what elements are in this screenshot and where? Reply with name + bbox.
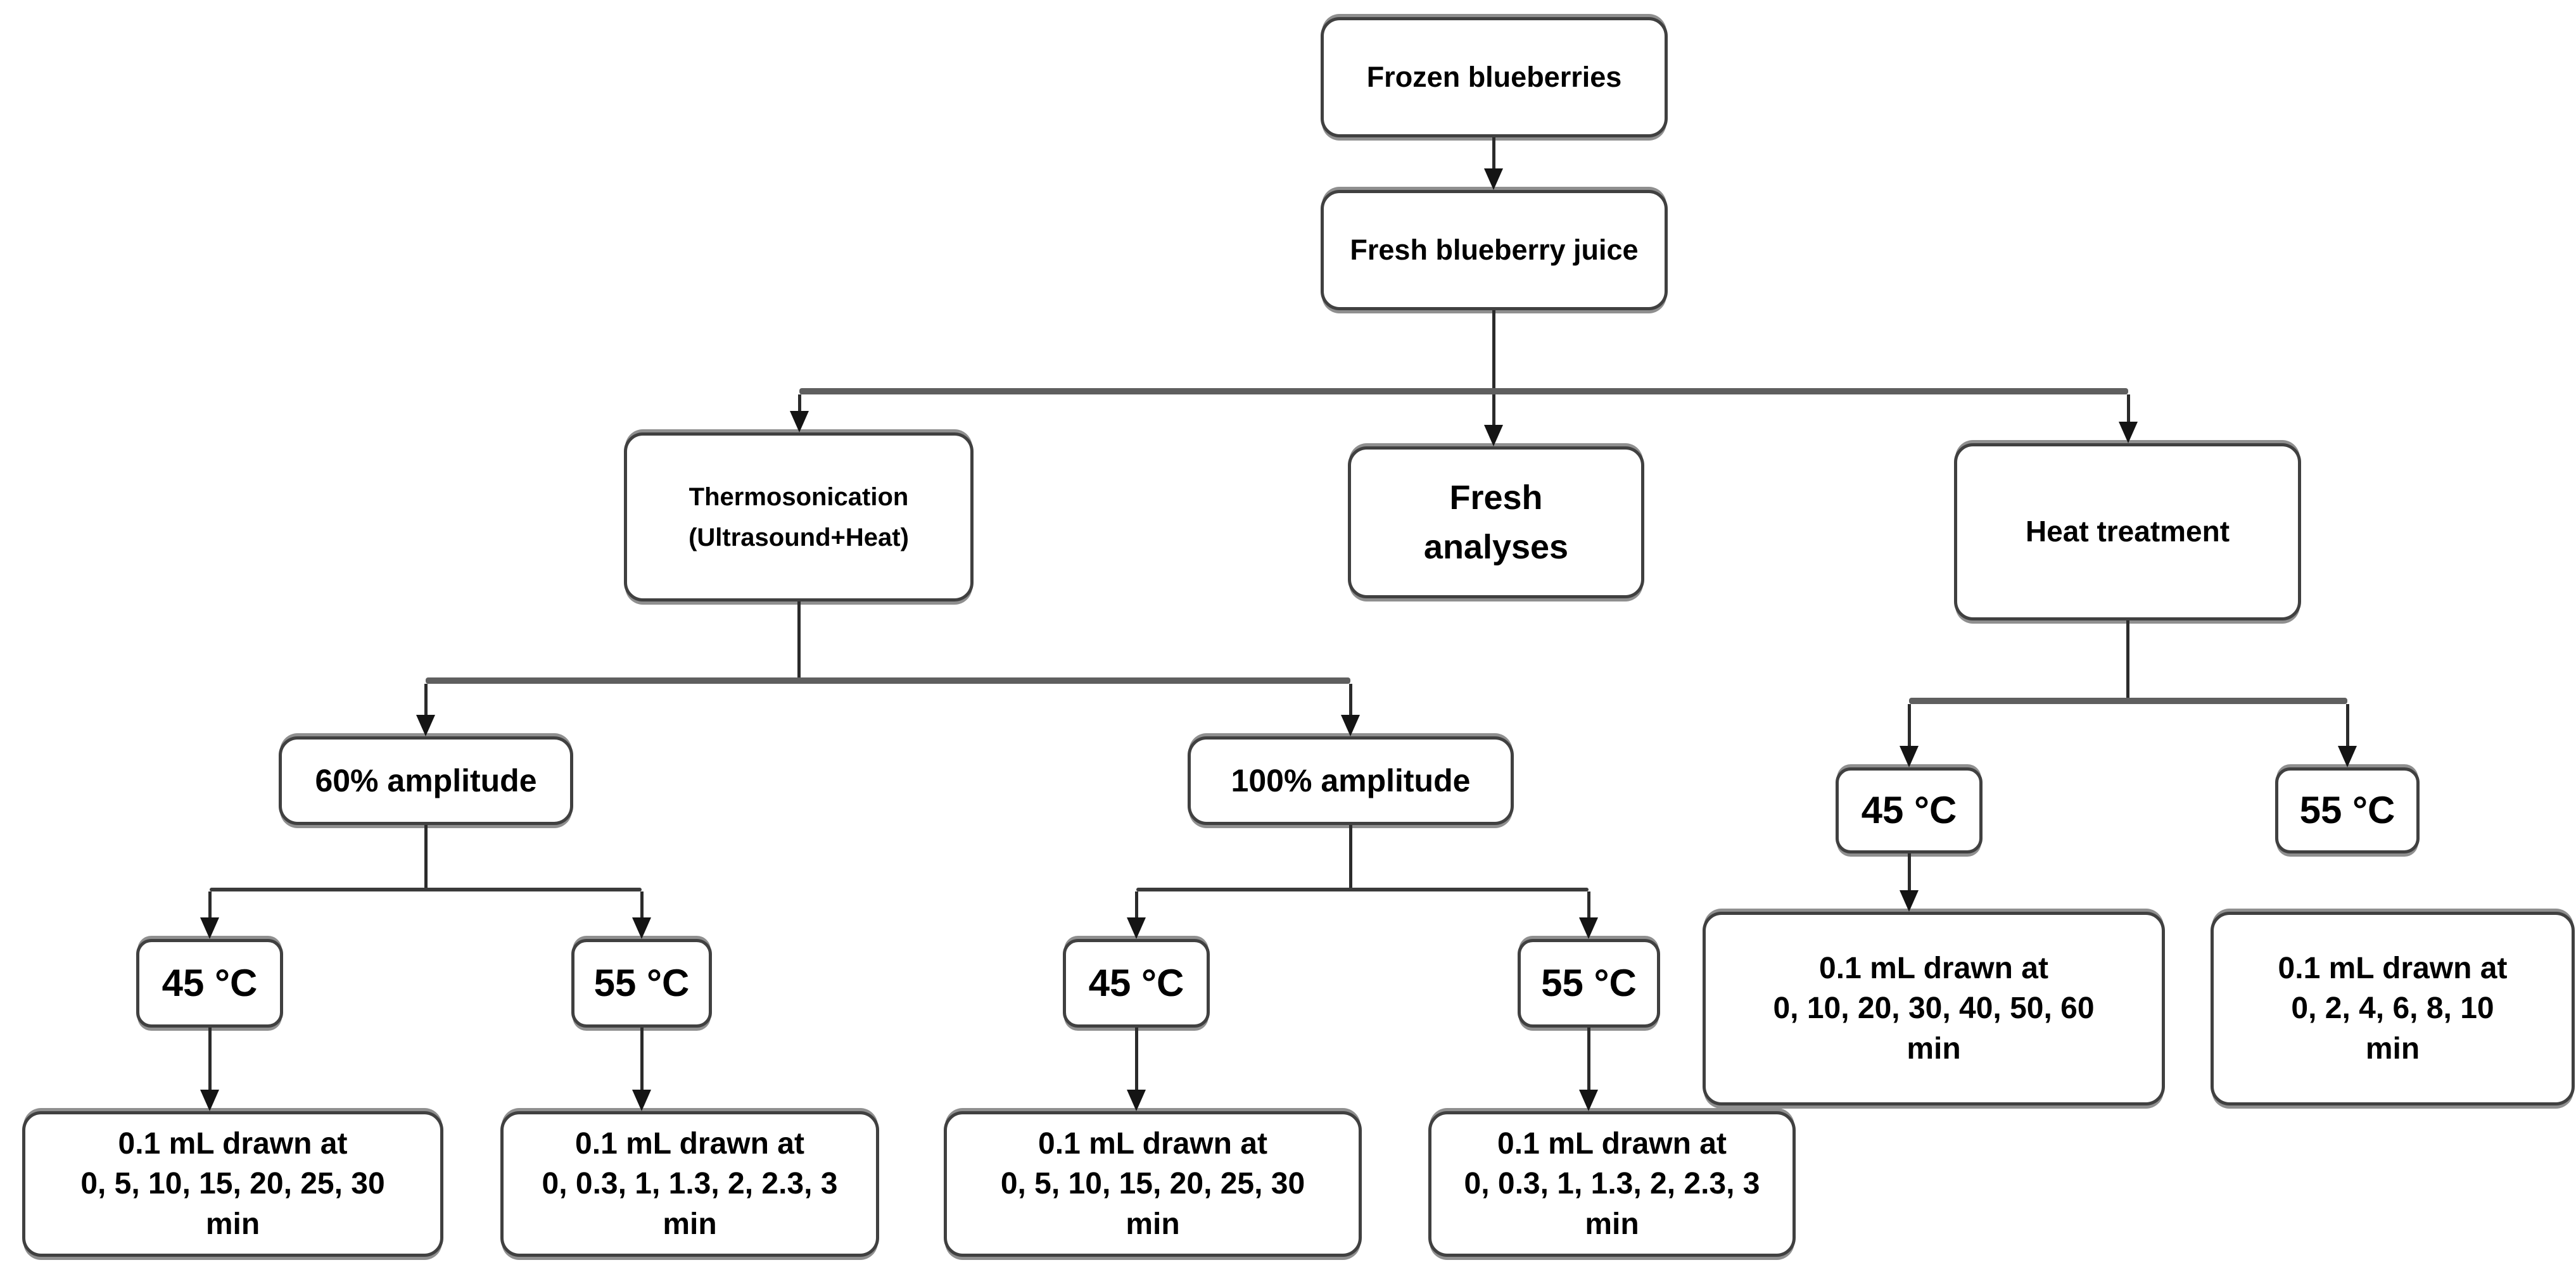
edge-ht-45c-to-sampling-line [1908,853,1911,890]
edge-amp60-to-55c-arrowhead [632,917,651,939]
edge-heat-to-55c-line [2346,704,2349,746]
node-amplitude-60: 60% amplitude [279,736,573,825]
edge-to-amp100-line [1349,684,1352,715]
edge-ts100-55c-to-sampling-arrowhead [1579,1090,1598,1111]
node-ht-temp-45c: 45 °C [1836,767,1983,853]
node-ts100-45c-sampling: 0.1 mL drawn at 0, 5, 10, 15, 20, 25, 30… [944,1111,1362,1257]
split-bar-heat [1909,698,2347,704]
split-bar-main [799,388,2128,394]
split-bar-thermo [426,677,1350,684]
edge-amp100-to-55c-arrowhead [1579,917,1598,939]
edge-heat-to-55c-arrowhead [2338,746,2357,767]
node-frozen-blueberries: Frozen blueberries [1321,17,1668,137]
edge-to-fresh-analyses-arrowhead [1484,425,1503,446]
node-ts60-temp-45c: 45 °C [136,939,283,1028]
node-ts100-55c-sampling: 0.1 mL drawn at 0, 0.3, 1, 1.3, 2, 2.3, … [1428,1111,1796,1257]
edge-to-amp60-arrowhead [416,715,435,736]
edge-to-fresh-analyses-line [1492,394,1495,425]
edge-to-thermosonication-arrowhead [790,411,809,432]
edge-ts60-55c-to-sampling-line [640,1028,644,1090]
edge-ts60-45c-to-sampling-arrowhead [200,1090,219,1111]
edge-amp60-stem-line [424,825,428,888]
edge-frozen-to-juice-line [1492,137,1495,168]
edge-heat-to-45c-line [1908,704,1911,746]
node-ts100-temp-55c: 55 °C [1518,939,1660,1028]
edge-amp100-stem-line [1349,825,1352,888]
edge-to-amp60-line [424,684,428,715]
edge-heat-to-45c-arrowhead [1900,746,1919,767]
edge-juice-stem-line [1492,310,1495,388]
edge-amp60-to-45c-arrowhead [200,917,219,939]
edge-ht-45c-to-sampling-arrowhead [1900,890,1919,912]
edge-amp60-to-45c-line [208,891,212,917]
edge-amp100-to-45c-line [1135,891,1138,917]
node-thermosonication: Thermosonication (Ultrasound+Heat) [624,432,974,601]
edge-ts60-55c-to-sampling-arrowhead [632,1090,651,1111]
node-ht-45c-sampling: 0.1 mL drawn at 0, 10, 20, 30, 40, 50, 6… [1703,912,2165,1105]
edge-to-thermosonication-line [798,394,801,411]
edge-ts100-45c-to-sampling-line [1135,1028,1138,1090]
node-ht-55c-sampling: 0.1 mL drawn at 0, 2, 4, 6, 8, 10 min [2211,912,2575,1105]
edge-ts100-55c-to-sampling-line [1587,1028,1590,1090]
edge-ts60-45c-to-sampling-line [208,1028,212,1090]
edge-thermo-stem-line [797,601,801,677]
node-ht-temp-55c: 55 °C [2275,767,2420,853]
split-bar-amp100 [1136,888,1589,891]
edge-amp100-to-45c-arrowhead [1127,917,1146,939]
edge-to-heat-treatment-arrowhead [2119,422,2138,443]
edge-heat-stem-line [2126,620,2129,698]
edge-amp100-to-55c-line [1587,891,1590,917]
edge-to-heat-treatment-line [2127,394,2130,422]
split-bar-amp60 [210,888,642,891]
node-ts60-temp-55c: 55 °C [571,939,712,1028]
node-fresh-analyses: Fresh analyses [1348,446,1644,598]
node-ts100-temp-45c: 45 °C [1063,939,1210,1028]
node-ts60-45c-sampling: 0.1 mL drawn at 0, 5, 10, 15, 20, 25, 30… [22,1111,443,1257]
node-ts60-55c-sampling: 0.1 mL drawn at 0, 0.3, 1, 1.3, 2, 2.3, … [500,1111,879,1257]
node-amplitude-100: 100% amplitude [1188,736,1514,825]
edge-ts100-45c-to-sampling-arrowhead [1127,1090,1146,1111]
edge-to-amp100-arrowhead [1341,715,1360,736]
node-fresh-blueberry-juice: Fresh blueberry juice [1321,190,1668,310]
node-heat-treatment: Heat treatment [1954,443,2301,620]
edge-amp60-to-55c-line [640,891,644,917]
edge-frozen-to-juice-arrowhead [1484,168,1503,190]
